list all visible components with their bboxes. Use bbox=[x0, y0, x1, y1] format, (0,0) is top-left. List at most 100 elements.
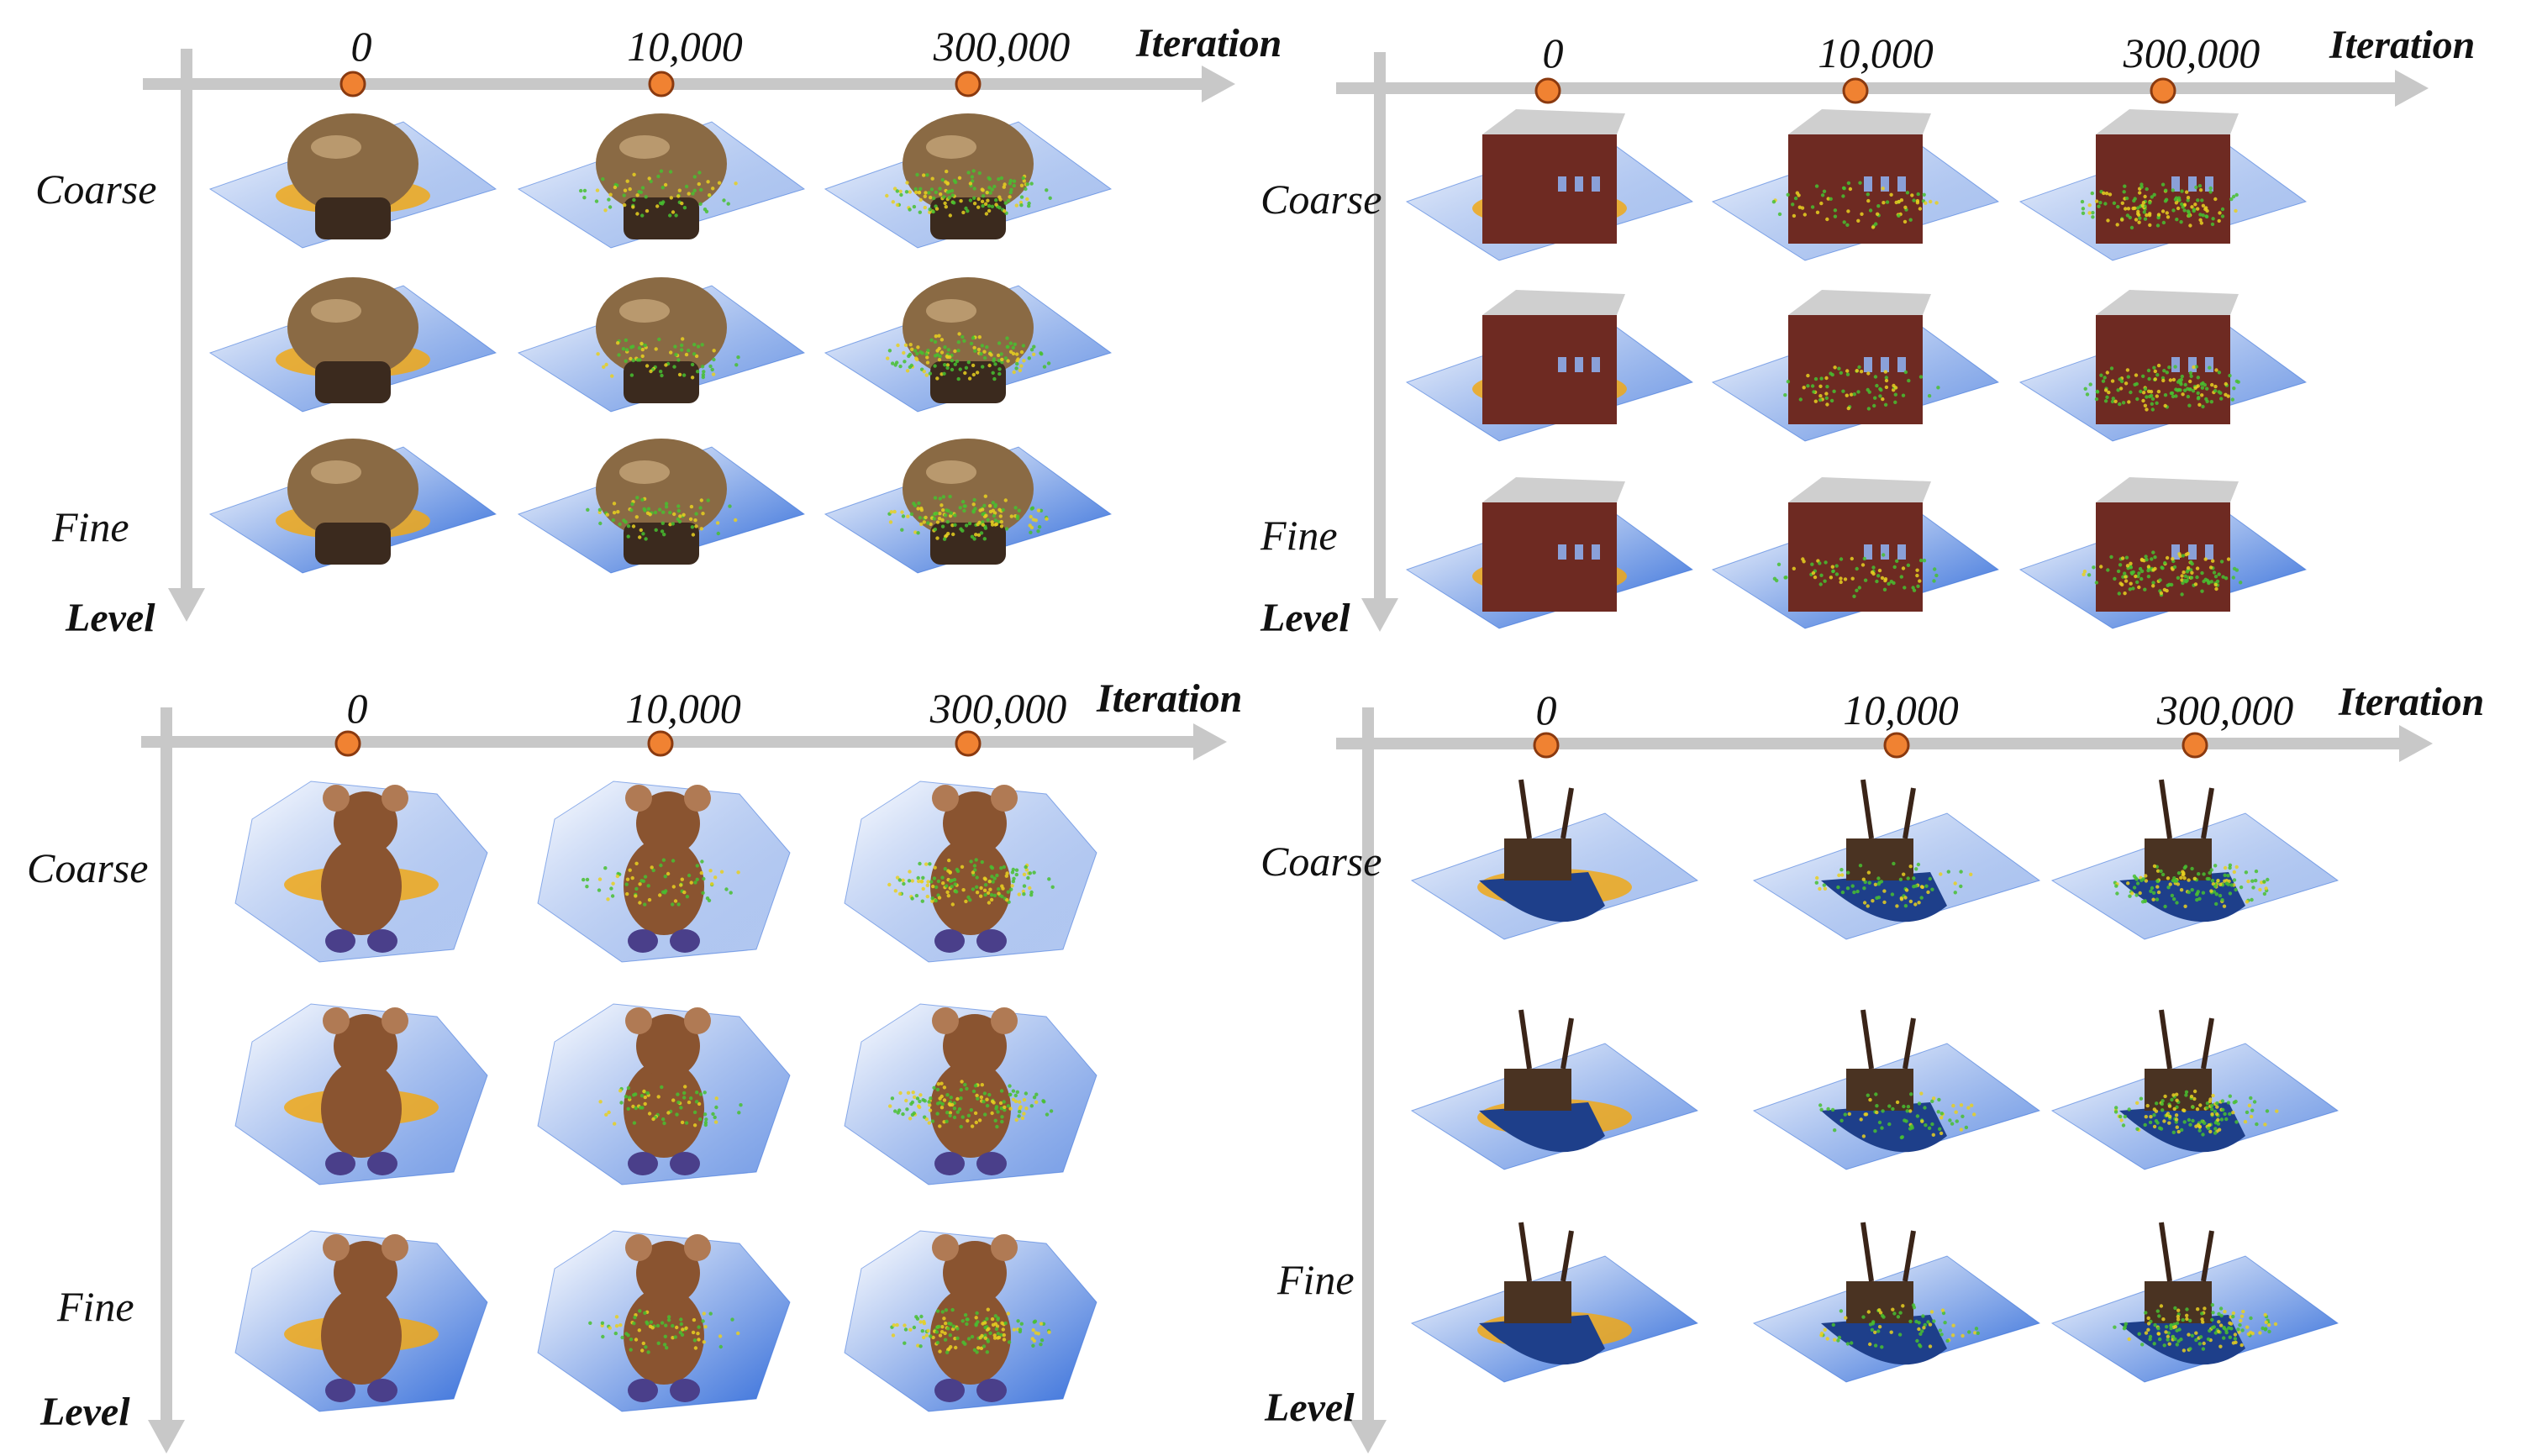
refined-point bbox=[639, 341, 644, 346]
refined-point bbox=[1791, 202, 1795, 207]
refined-point bbox=[939, 1094, 944, 1099]
refined-point bbox=[1802, 386, 1806, 390]
refined-point bbox=[2231, 1311, 2235, 1316]
refined-point bbox=[2120, 218, 2124, 222]
thumbnail bbox=[1752, 1222, 2041, 1383]
refined-point bbox=[938, 1101, 942, 1105]
refined-point bbox=[2228, 865, 2232, 870]
refined-point bbox=[987, 351, 992, 356]
thumbnail bbox=[1410, 1009, 1699, 1170]
pirate-ship-model bbox=[1821, 1009, 1947, 1153]
refined-point bbox=[1022, 359, 1026, 363]
refined-point bbox=[2185, 1313, 2189, 1317]
refined-point bbox=[716, 531, 720, 536]
refined-point bbox=[2218, 211, 2222, 215]
refined-point bbox=[1901, 566, 1906, 570]
refined-point bbox=[2201, 891, 2206, 895]
ship-cell-level0-iter1 bbox=[1752, 779, 2041, 965]
refined-point bbox=[645, 364, 650, 368]
refined-point bbox=[605, 512, 609, 517]
refined-point bbox=[1882, 587, 1887, 591]
refined-point bbox=[2099, 565, 2103, 569]
refined-point bbox=[1006, 359, 1010, 363]
refined-point bbox=[972, 345, 976, 350]
refined-point bbox=[2116, 204, 2120, 209]
refined-point bbox=[1930, 1099, 1934, 1103]
refined-point bbox=[707, 898, 712, 902]
refined-point bbox=[1913, 884, 1918, 888]
refined-point bbox=[968, 181, 973, 186]
refined-point bbox=[1890, 892, 1895, 896]
refined-point bbox=[2210, 1103, 2214, 1107]
refined-point bbox=[2081, 207, 2086, 211]
refined-point bbox=[973, 507, 977, 511]
refined-point bbox=[982, 355, 987, 360]
refined-point bbox=[947, 1101, 952, 1106]
refined-point bbox=[974, 533, 978, 537]
refined-point bbox=[1867, 390, 1871, 394]
refined-point bbox=[2137, 220, 2141, 224]
refined-point bbox=[987, 208, 992, 213]
refined-point bbox=[929, 522, 933, 527]
refined-point bbox=[1818, 561, 1822, 565]
refined-point bbox=[945, 520, 950, 524]
refined-point bbox=[1831, 1322, 1835, 1327]
refined-point bbox=[1011, 879, 1015, 884]
refined-point bbox=[2187, 387, 2192, 392]
refined-point bbox=[2094, 199, 2099, 203]
refined-point bbox=[959, 1088, 963, 1092]
refined-point bbox=[656, 174, 661, 179]
refined-point bbox=[2217, 371, 2222, 375]
refined-point bbox=[2197, 872, 2201, 876]
refined-point bbox=[1909, 1092, 1913, 1096]
refined-point bbox=[2182, 208, 2187, 213]
refined-point bbox=[1922, 559, 1927, 563]
refined-point bbox=[2175, 1321, 2180, 1326]
refined-point bbox=[2246, 1332, 2251, 1337]
refined-point bbox=[685, 895, 690, 899]
refined-point bbox=[1929, 1310, 1934, 1314]
refined-point bbox=[1030, 1337, 1034, 1341]
refined-point bbox=[2183, 865, 2188, 869]
refined-point bbox=[1858, 864, 1863, 868]
refined-point bbox=[2114, 1106, 2118, 1110]
refined-point bbox=[1813, 376, 1818, 381]
refined-point bbox=[2185, 1307, 2189, 1311]
refined-point bbox=[992, 376, 997, 381]
refined-point bbox=[1850, 576, 1855, 581]
refined-point bbox=[938, 187, 942, 191]
refined-point bbox=[1866, 407, 1871, 411]
refined-point bbox=[961, 1115, 965, 1119]
refined-point bbox=[1831, 569, 1835, 574]
refined-point bbox=[666, 1111, 671, 1115]
refined-point bbox=[644, 1345, 648, 1349]
thumbnail bbox=[517, 113, 806, 249]
refined-point bbox=[1898, 877, 1903, 881]
refined-point bbox=[928, 371, 933, 376]
refined-point bbox=[2162, 587, 2167, 592]
refined-point bbox=[2191, 1118, 2195, 1123]
refined-point bbox=[728, 504, 732, 508]
refined-point bbox=[2174, 878, 2178, 883]
refined-point bbox=[601, 1334, 605, 1339]
refined-point bbox=[697, 1325, 701, 1329]
teddy-bear-model bbox=[321, 1234, 408, 1402]
refined-point bbox=[2166, 215, 2171, 219]
refined-point bbox=[2226, 1101, 2231, 1105]
refined-point bbox=[1972, 1112, 1976, 1117]
refined-point bbox=[901, 878, 905, 882]
refined-point bbox=[736, 870, 740, 875]
refined-point bbox=[887, 882, 892, 887]
refined-point bbox=[2111, 397, 2115, 401]
refined-point bbox=[2224, 881, 2229, 886]
refined-point bbox=[2262, 880, 2266, 884]
refined-point bbox=[2181, 581, 2185, 586]
refined-point bbox=[687, 1100, 692, 1105]
refined-point bbox=[2168, 378, 2173, 382]
refined-point bbox=[2218, 1323, 2224, 1327]
refined-point bbox=[718, 1344, 723, 1349]
refined-point bbox=[982, 1091, 987, 1096]
x-axis-arrowhead bbox=[1193, 723, 1227, 760]
refined-point bbox=[1786, 380, 1791, 384]
refined-point bbox=[1943, 1321, 1947, 1325]
